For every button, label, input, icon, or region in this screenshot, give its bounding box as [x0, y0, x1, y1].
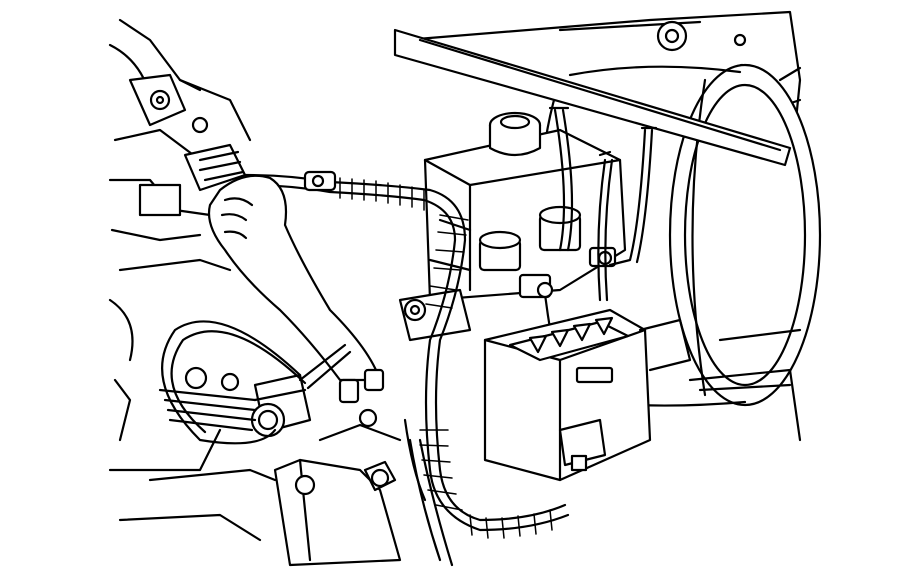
strut-bar	[393, 28, 792, 167]
engine-block	[108, 18, 252, 472]
brake-line-fittings	[478, 106, 658, 302]
cable-loop	[161, 320, 307, 445]
mounting-clips	[318, 368, 402, 442]
wiring-harness	[243, 170, 570, 567]
frame-bracket	[118, 458, 402, 567]
upper-connector	[183, 143, 247, 192]
reservoir-cap	[488, 111, 542, 157]
booster-bracket	[638, 318, 802, 442]
abs-module	[483, 308, 652, 482]
master-cylinder	[398, 128, 627, 342]
hand	[207, 174, 382, 382]
lower-connector	[158, 343, 352, 438]
